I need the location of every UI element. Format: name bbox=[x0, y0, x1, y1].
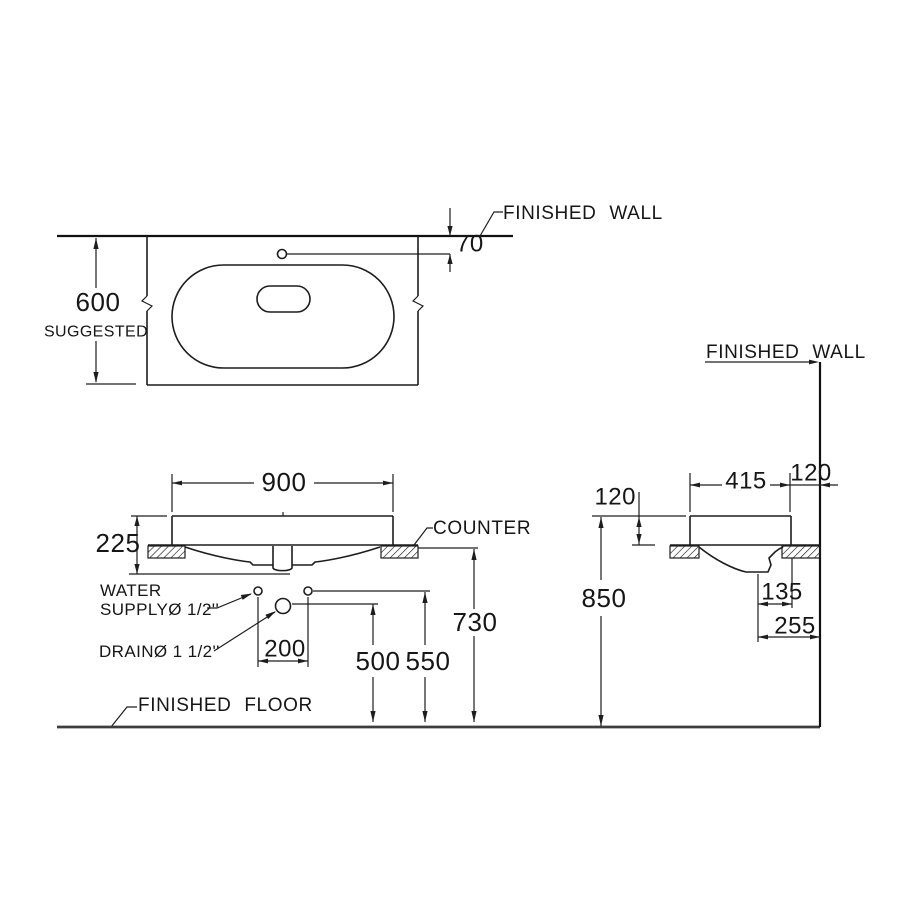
finished-wall-label-side: FINISHED WALL bbox=[706, 342, 866, 363]
counter-label: COUNTER bbox=[433, 518, 531, 539]
counter-outline-plan bbox=[140, 236, 425, 386]
water-supply-label-line2: SUPPLYØ 1/2'' bbox=[100, 600, 219, 619]
finished-wall-leader bbox=[479, 211, 503, 237]
dim-200-value: 200 bbox=[264, 636, 306, 663]
dim-850-value: 850 bbox=[582, 583, 627, 613]
dim-counter-height: 730 bbox=[453, 549, 498, 722]
drain-leader bbox=[213, 611, 276, 652]
drain-hole bbox=[274, 597, 292, 615]
faucet-hole bbox=[276, 248, 288, 260]
counter-callout: COUNTER bbox=[413, 518, 531, 546]
water-supply-leader bbox=[207, 593, 252, 609]
counter-hatch-back bbox=[781, 545, 821, 559]
front-view: 900 225 COUNTER WATER SUPPLYØ 1/2'' DRAI… bbox=[57, 467, 820, 729]
counter-hatch-front bbox=[669, 545, 700, 559]
basin-rim-front bbox=[171, 512, 394, 545]
dim-730-value: 730 bbox=[453, 607, 498, 637]
dim-500-value: 500 bbox=[356, 646, 401, 676]
dim-70-value: 70 bbox=[456, 231, 484, 258]
basin-outline-plan bbox=[171, 264, 395, 369]
counter-hatch-left bbox=[147, 545, 186, 559]
dim-drain-height: 500 bbox=[356, 604, 401, 722]
dim-drain-to-basin-back: 135 bbox=[758, 579, 803, 607]
finished-floor-callout: FINISHED FLOOR bbox=[110, 695, 313, 728]
break-mark-right bbox=[411, 295, 425, 312]
dim-basin-back-to-wall: 120 bbox=[790, 460, 838, 488]
drain-callout: DRAINØ 1 1/2'' bbox=[99, 611, 276, 661]
finished-wall-label-plan: FINISHED WALL bbox=[503, 203, 663, 224]
top-view: 70 600 SUGGESTED FINISHED WALL bbox=[44, 203, 663, 386]
side-view: FINISHED WALL 120 850 bbox=[582, 342, 866, 727]
finished-floor-label: FINISHED FLOOR bbox=[138, 695, 313, 716]
dim-basin-depth: 415 bbox=[689, 468, 791, 512]
dim-basin-height: 225 bbox=[96, 515, 290, 575]
dim-basin-width: 900 bbox=[171, 467, 394, 512]
dim-rim-above-counter: 120 bbox=[594, 484, 642, 545]
bowl-outline-side bbox=[698, 546, 784, 573]
dim-drain-to-wall: 255 bbox=[758, 613, 820, 640]
dim-550-value: 550 bbox=[406, 646, 451, 676]
dim-120-wall-value: 120 bbox=[790, 460, 832, 487]
dim-supply-spacing: 200 bbox=[257, 597, 309, 667]
overflow-slot bbox=[256, 285, 311, 313]
finished-wall-callout-plan: FINISHED WALL bbox=[479, 203, 663, 237]
dim-suggested-depth: 600 SUGGESTED bbox=[44, 238, 148, 385]
finished-floor-leader bbox=[110, 706, 137, 728]
drain-stub-front bbox=[272, 546, 293, 572]
dim-120-rim-value: 120 bbox=[594, 484, 636, 511]
counter-leader bbox=[413, 527, 433, 546]
water-supply-hole-right bbox=[303, 586, 313, 596]
bowl-outline-front bbox=[184, 546, 381, 572]
break-mark-left bbox=[140, 295, 154, 312]
dim-135-value: 135 bbox=[761, 579, 803, 606]
finished-wall-callout-side: FINISHED WALL bbox=[705, 342, 866, 365]
dim-supply-height: 550 bbox=[406, 592, 451, 722]
suggested-label: SUGGESTED bbox=[44, 324, 148, 341]
dim-225-value: 225 bbox=[96, 528, 141, 558]
counter-hatch-right bbox=[380, 545, 419, 559]
basin-rim-side bbox=[689, 515, 792, 546]
dim-900-value: 900 bbox=[262, 467, 307, 497]
dim-600-value: 600 bbox=[76, 287, 121, 317]
drain-label: DRAINØ 1 1/2'' bbox=[99, 642, 220, 661]
dim-255-value: 255 bbox=[774, 613, 816, 640]
water-supply-label-line1: WATER bbox=[100, 581, 162, 600]
dim-rim-height: 850 bbox=[582, 517, 627, 726]
water-supply-callout: WATER SUPPLYØ 1/2'' bbox=[100, 581, 252, 619]
dim-faucet-to-wall: 70 bbox=[447, 208, 483, 272]
water-supply-hole-left bbox=[253, 586, 263, 596]
dim-415-value: 415 bbox=[725, 468, 767, 495]
